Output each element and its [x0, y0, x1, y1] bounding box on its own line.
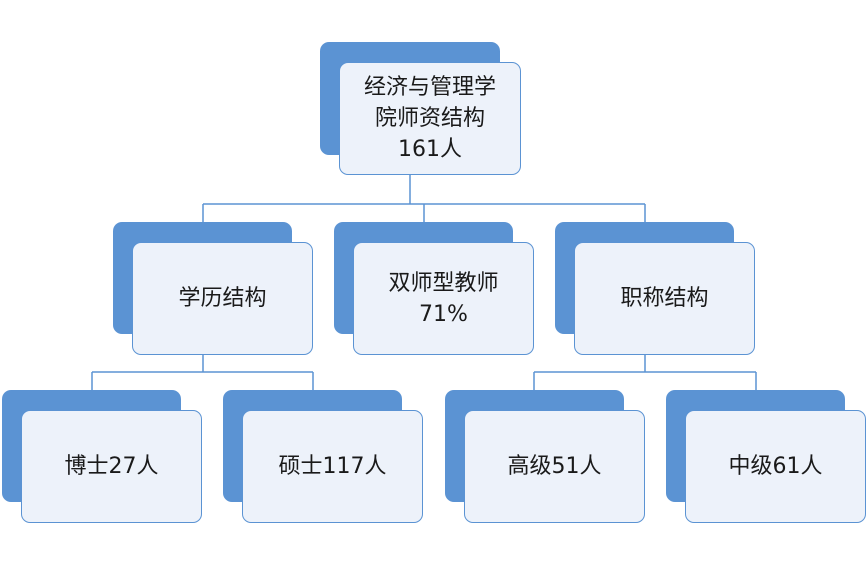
node-dual-teacher-box: 双师型教师 71%: [353, 242, 534, 355]
node-root-line-1: 经济与管理学: [363, 75, 496, 100]
node-root-line-2: 院师资结构: [374, 106, 485, 131]
node-senior-label: 高级51人: [507, 454, 602, 479]
node-dual-teacher-value: 71%: [419, 301, 468, 327]
node-phd-box: 博士27人: [21, 410, 202, 523]
node-root-line-3: 161人: [398, 137, 462, 162]
node-master-label: 硕士117人: [278, 454, 387, 479]
node-phd-label: 博士27人: [64, 454, 159, 479]
node-middle-label: 中级61人: [728, 454, 823, 479]
node-education-box: 学历结构: [132, 242, 313, 355]
node-master-box: 硕士117人: [242, 410, 423, 523]
node-middle-box: 中级61人: [685, 410, 866, 523]
node-education-label: 学历结构: [178, 286, 267, 311]
node-senior-box: 高级51人: [464, 410, 645, 523]
node-title-structure-label: 职称结构: [620, 286, 709, 311]
node-title-structure-box: 职称结构: [574, 242, 755, 355]
node-root-box: 经济与管理学 院师资结构 161人: [339, 62, 521, 175]
node-dual-teacher-label: 双师型教师: [388, 270, 499, 296]
